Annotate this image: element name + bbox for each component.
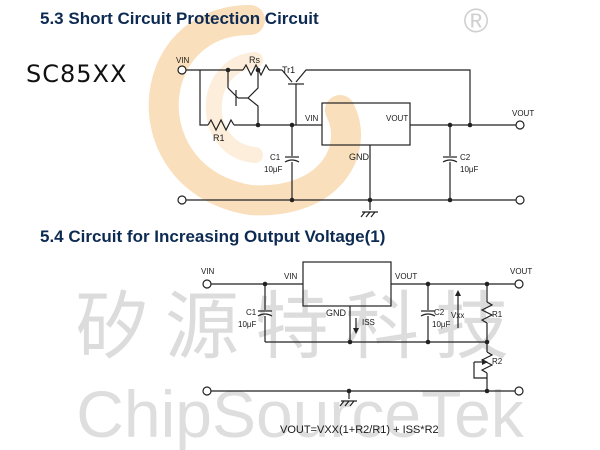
r1-resistor-1: [207, 118, 235, 132]
gnd-terminal-left-1: [177, 195, 187, 205]
circuit-1: VIN VOUT Rs Tr1 R1 VIN VOUT GND C1 10μF …: [176, 55, 534, 218]
section-heading-short-circuit: 5.3 Short Circuit Protection Circuit: [40, 9, 319, 28]
registered-mark: ®: [463, 2, 488, 40]
gnd-terminal-right-1: [515, 195, 525, 205]
c1-c2-value: 10μF: [460, 165, 479, 174]
c2-c2-label: C2: [434, 308, 445, 317]
c1-c1-label: C1: [270, 153, 281, 162]
c2-ic-gnd-label: GND: [326, 308, 347, 318]
r1-resistor-2: [480, 301, 494, 324]
c2-c2-value: 10μF: [432, 320, 451, 329]
c1-r1-label: R1: [213, 133, 225, 143]
vin-terminal-2: [202, 279, 212, 289]
regulator-ic-2: [302, 261, 392, 307]
c2-iss-label: ISS: [362, 318, 375, 327]
c2-r1-label: R1: [492, 310, 503, 319]
vout-terminal-2: [514, 279, 524, 289]
vout-terminal-1: [515, 120, 525, 130]
watermark-latin-text: ChipSourceTek: [76, 377, 525, 450]
c2-formula: VOUT=VXX(1+R2/R1) + ISS*R2: [280, 424, 439, 436]
section-heading-increase-voltage: 5.4 Circuit for Increasing Output Voltag…: [40, 227, 386, 246]
c1-c1-value: 10μF: [264, 165, 283, 174]
c2-vout-label: VOUT: [510, 267, 532, 276]
gnd-terminal-left-2: [202, 386, 212, 396]
regulator-ic-1: [321, 102, 411, 146]
c1-ic-vout-label: VOUT: [386, 114, 408, 123]
c1-c2-label: C2: [460, 153, 471, 162]
circuit-2: VIN VOUT VIN VOUT GND ISS C1 10μF C2 10μ…: [201, 261, 532, 436]
vin-terminal-1: [177, 65, 187, 75]
c2-c1-label: C1: [246, 308, 257, 317]
c2-c1-value: 10μF: [238, 320, 257, 329]
c1-vout-label: VOUT: [512, 109, 534, 118]
c1-tr1-label: Tr1: [282, 65, 295, 75]
c1-vin-label: VIN: [176, 56, 190, 65]
c1-ic-gnd-label: GND: [349, 152, 370, 162]
c2-ic-vout-label: VOUT: [395, 272, 417, 281]
c1-rs-label: Rs: [249, 55, 260, 65]
rs-resistor: [242, 63, 270, 77]
c2-vin-label: VIN: [201, 267, 215, 276]
watermark-cjk-text: 矽源特科技: [75, 284, 525, 370]
c2-r2-label: R2: [492, 357, 503, 366]
part-number: SC85XX: [26, 60, 128, 88]
gnd-terminal-right-2: [514, 386, 524, 396]
c2-vxx-label: Vxx: [451, 311, 464, 320]
c2-ic-vin-label: VIN: [284, 272, 298, 281]
c1-ic-vin-label: VIN: [305, 114, 319, 123]
